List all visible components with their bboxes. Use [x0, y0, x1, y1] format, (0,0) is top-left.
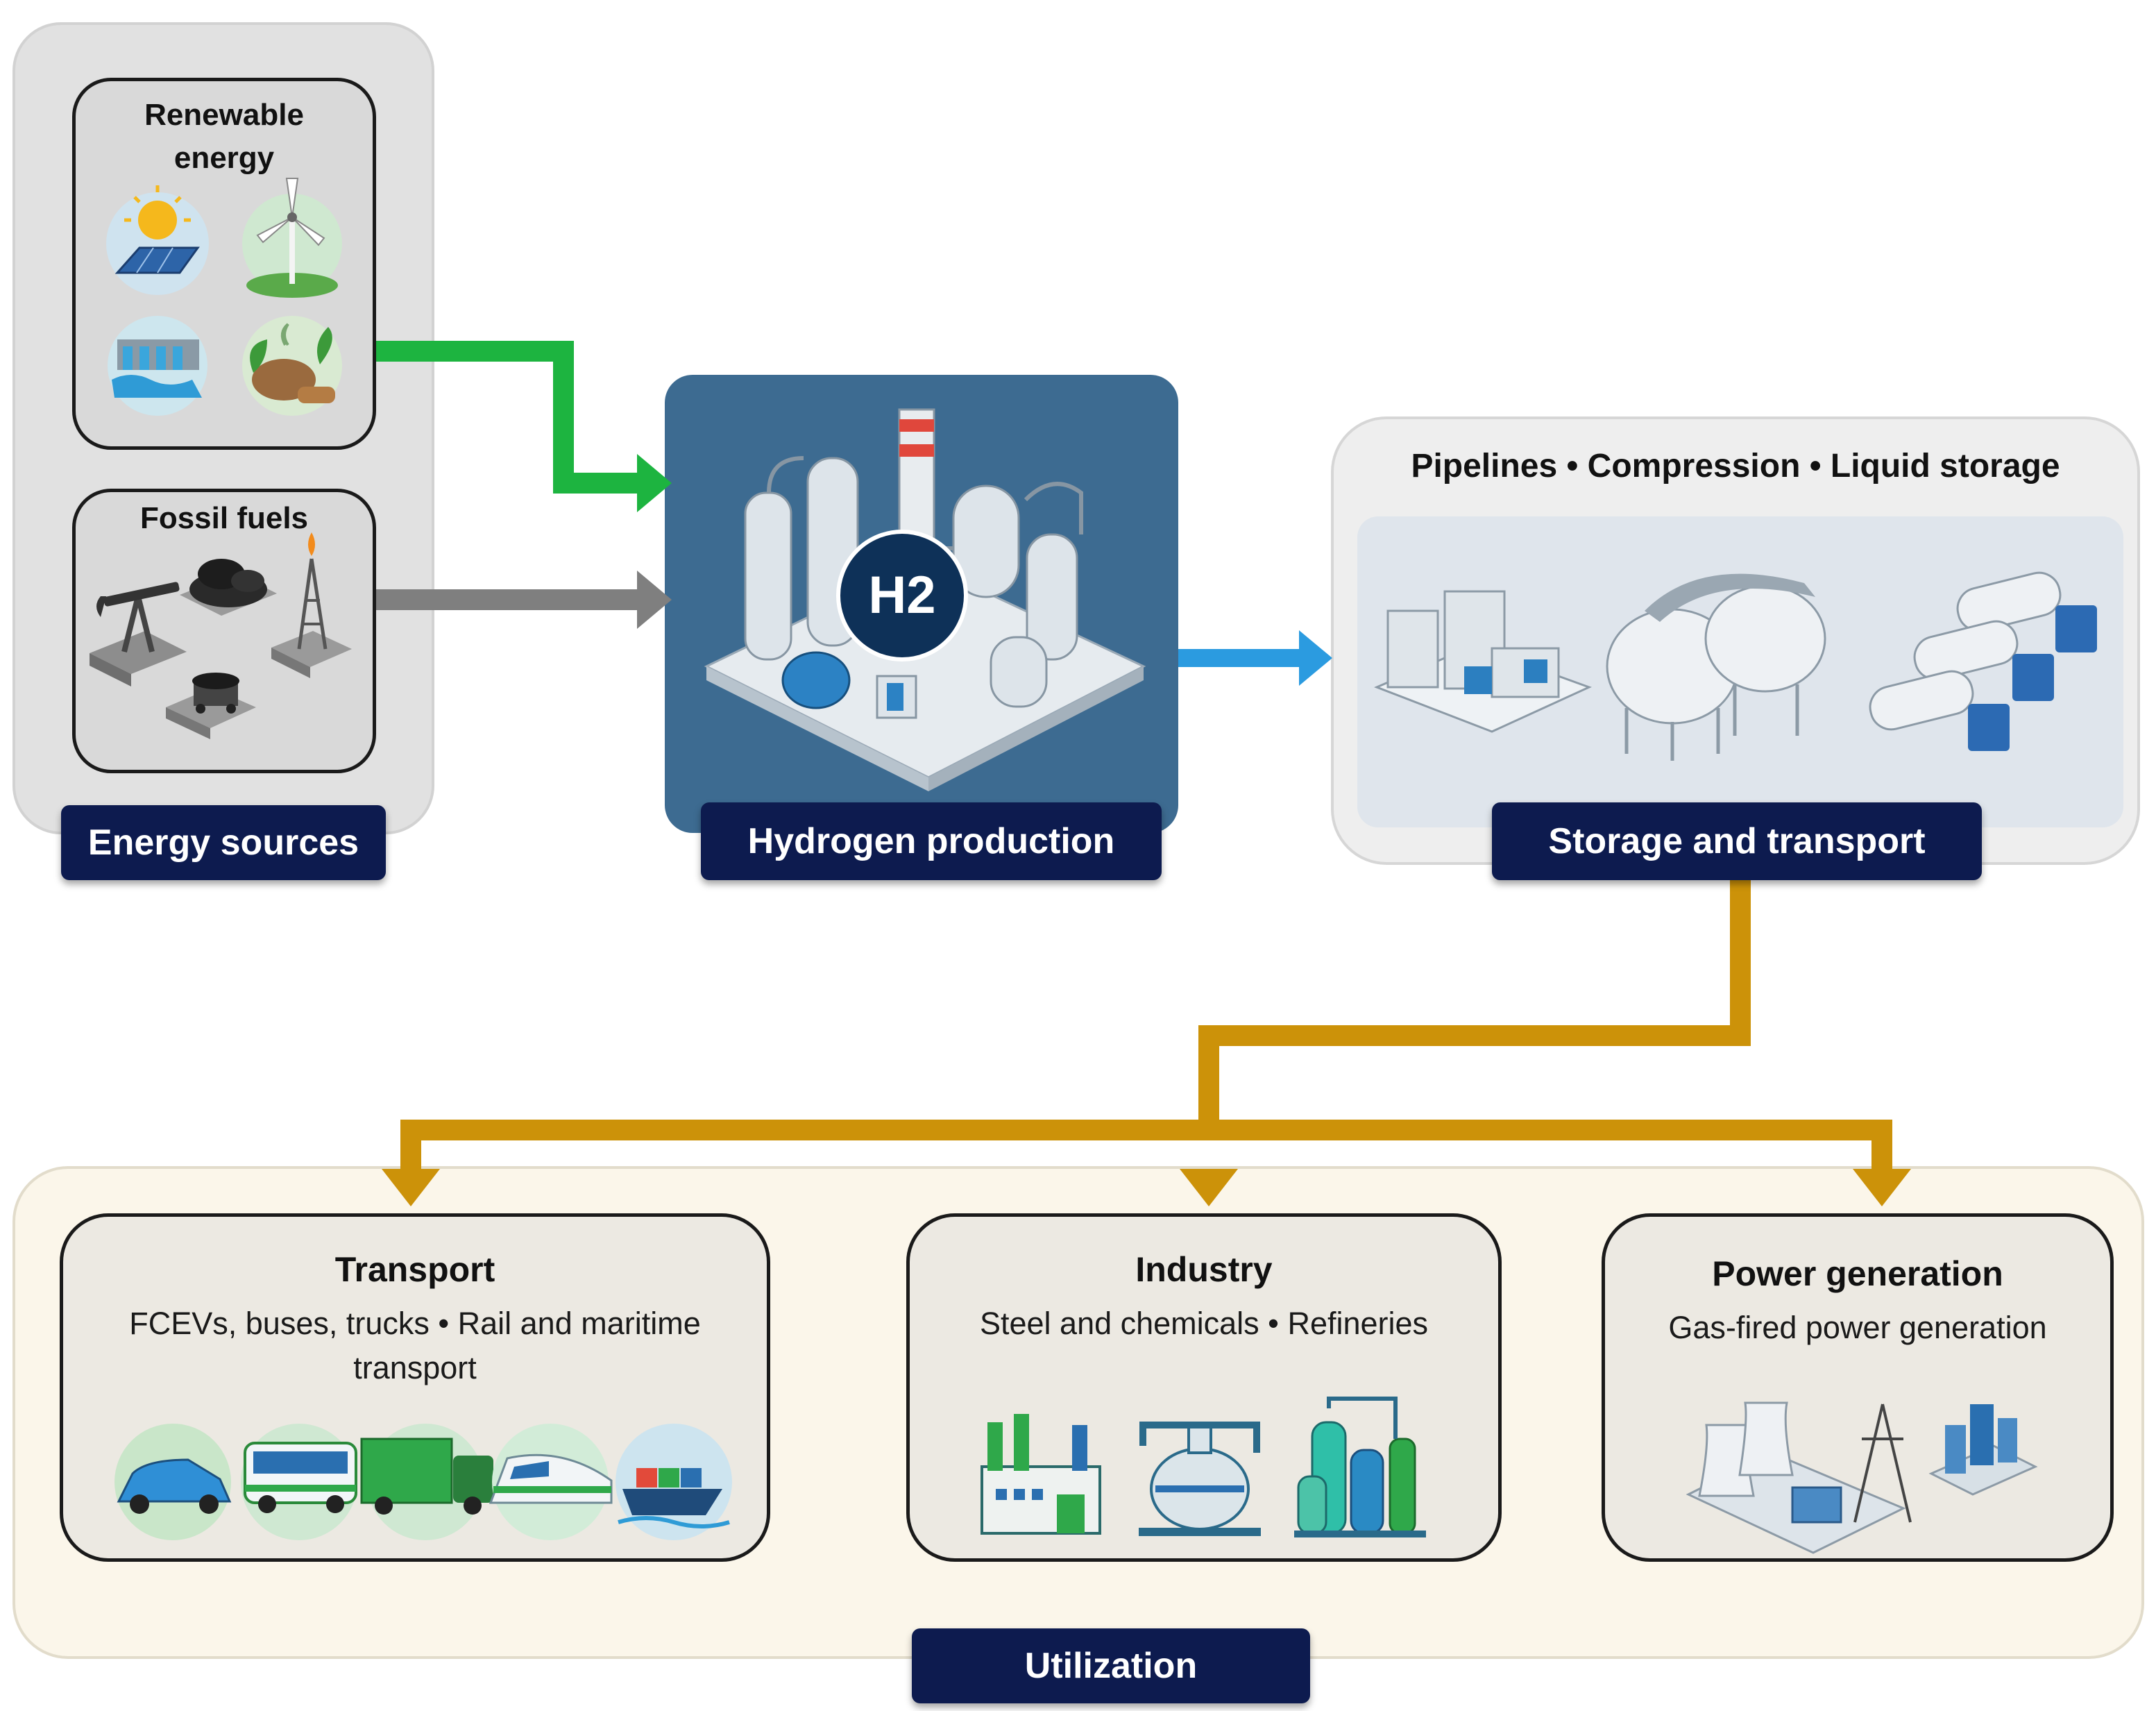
hydro-dam-icon — [108, 316, 207, 416]
coal-pile-icon — [180, 559, 277, 616]
industry-title: Industry — [1135, 1250, 1273, 1289]
industry-card: Industry Steel and chemicals • Refinerie… — [906, 1213, 1502, 1562]
fossil-fuels-card: Fossil fuels — [72, 489, 376, 773]
utilization-arrows — [400, 880, 1892, 1173]
utilization-label: Utilization — [912, 1628, 1310, 1703]
energy-sources-label: Energy sources — [61, 805, 386, 880]
power-generation-card: Power generation Gas-fired power generat… — [1602, 1213, 2114, 1562]
reactor-icon — [1139, 1422, 1261, 1536]
storage-caption: Pipelines • Compression • Liquid storage — [1411, 448, 2060, 484]
factory-icon — [981, 1414, 1101, 1535]
renewable-energy-title: Renewable energy — [144, 98, 304, 175]
hydrogen-production-label: Hydrogen production — [701, 802, 1162, 880]
fossil-fuels-title: Fossil fuels — [139, 501, 309, 535]
refinery-icon — [1294, 1397, 1426, 1537]
transport-desc-line1: FCEVs, buses, trucks • Rail and maritime — [129, 1306, 701, 1341]
biomass-icon — [242, 316, 342, 416]
h2-badge-text: H2 — [868, 566, 936, 625]
power-plant-icon — [1686, 1401, 2038, 1554]
bus-icon — [241, 1424, 357, 1540]
gas-derrick-icon — [271, 532, 352, 678]
storage-illustration-area — [1357, 516, 2123, 827]
power-generation-desc: Gas-fired power generation — [1668, 1310, 2047, 1345]
solar-panel-icon — [106, 185, 209, 295]
transport-card: Transport FCEVs, buses, trucks • Rail an… — [60, 1213, 770, 1562]
transport-desc-line2: transport — [353, 1350, 477, 1385]
train-icon — [489, 1424, 613, 1540]
wind-turbine-icon — [242, 178, 342, 298]
ship-icon — [616, 1424, 732, 1540]
renewable-energy-card: Renewable energy — [72, 78, 376, 450]
transport-title: Transport — [334, 1250, 495, 1289]
storage-transport-label: Storage and transport — [1492, 802, 1982, 880]
hydrogen-production-box: H2 — [665, 375, 1178, 833]
truck-icon — [360, 1424, 493, 1540]
coal-cart-icon — [166, 673, 256, 739]
car-icon — [114, 1424, 232, 1540]
storage-arrow — [1178, 630, 1332, 686]
industry-desc: Steel and chemicals • Refineries — [979, 1306, 1429, 1341]
hydrogen-plant-icon — [704, 408, 1146, 791]
power-generation-title: Power generation — [1712, 1254, 2003, 1293]
oil-pumpjack-icon — [90, 582, 187, 686]
